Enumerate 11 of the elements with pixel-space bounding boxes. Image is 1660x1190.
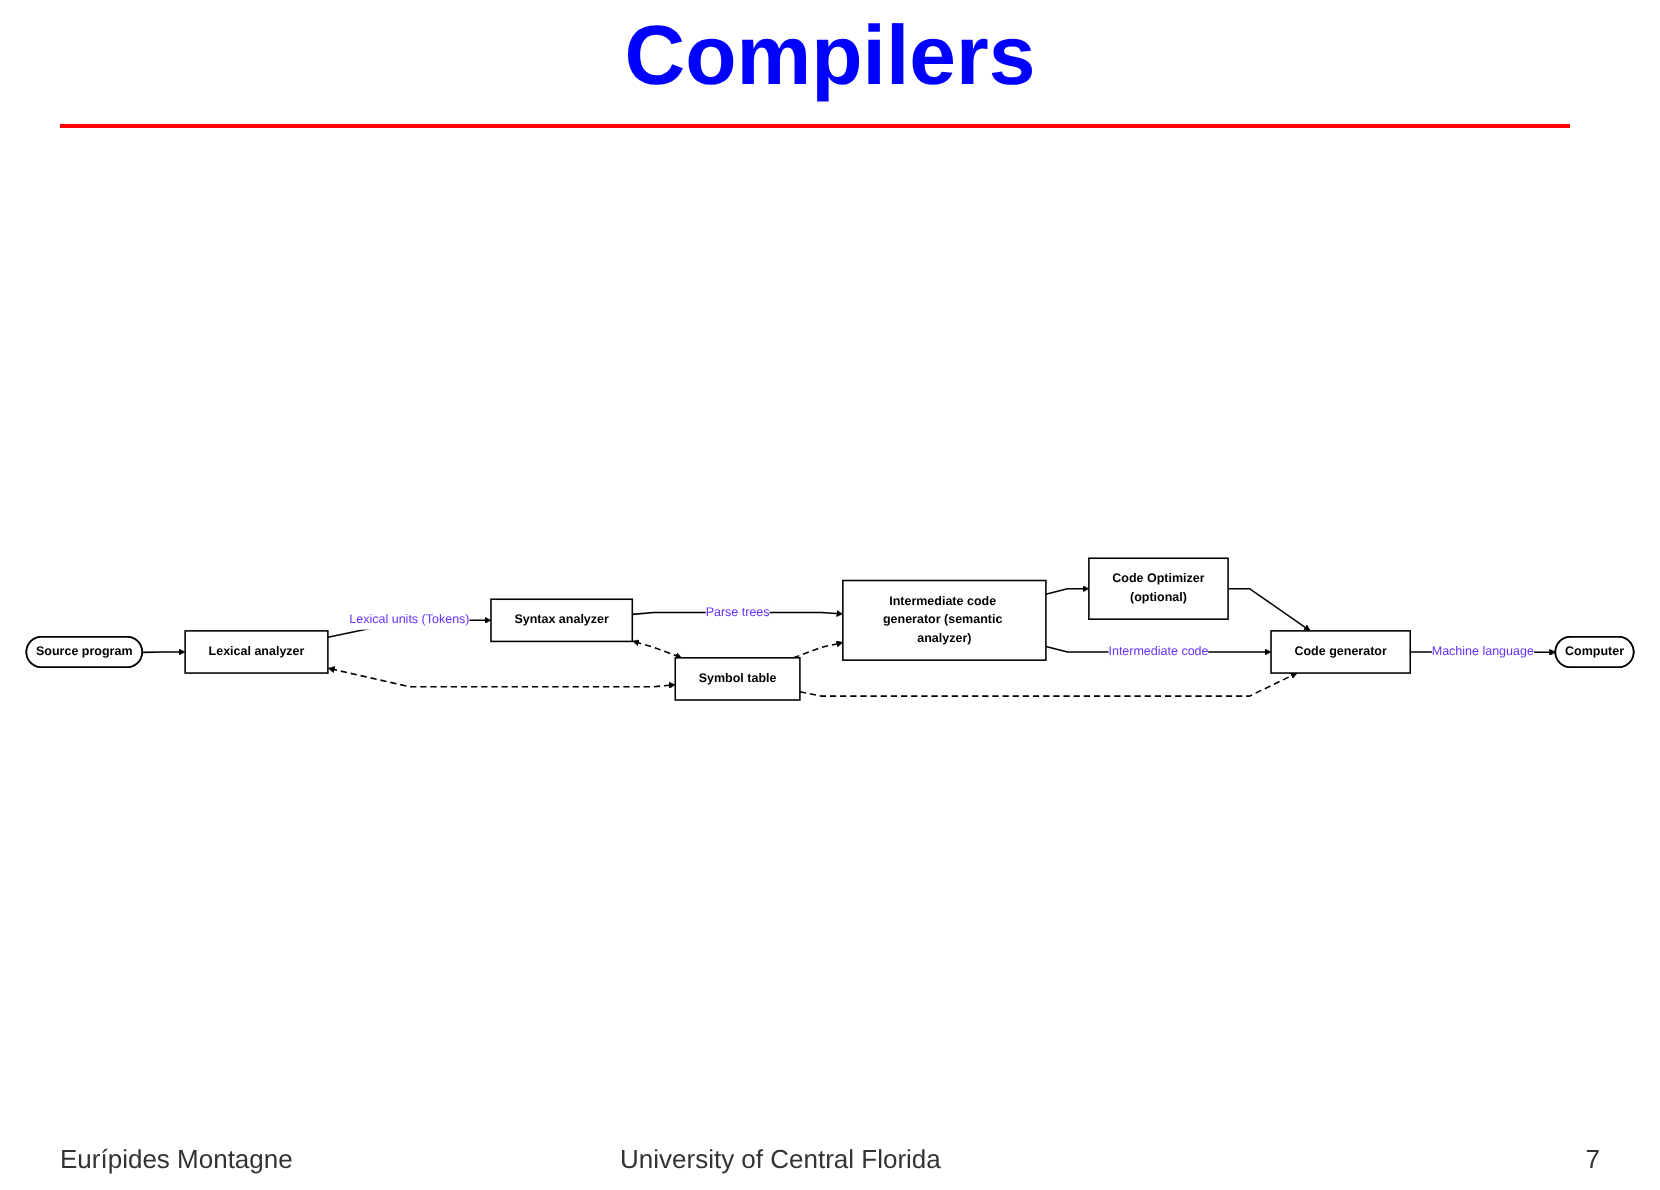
slide-title: Compilers: [622, 8, 1038, 104]
footer-text: Eurípides Montagne: [60, 1144, 293, 1174]
arrow: [1045, 586, 1090, 596]
arrow: [632, 640, 683, 660]
arrow: [1227, 588, 1311, 633]
arrow: [141, 649, 186, 657]
arrow: [792, 641, 844, 660]
page-number: 7: [1585, 1144, 1600, 1174]
arrow: [799, 673, 1298, 698]
arrow: [327, 667, 676, 690]
footer-text: University of Central Florida: [620, 1144, 941, 1174]
